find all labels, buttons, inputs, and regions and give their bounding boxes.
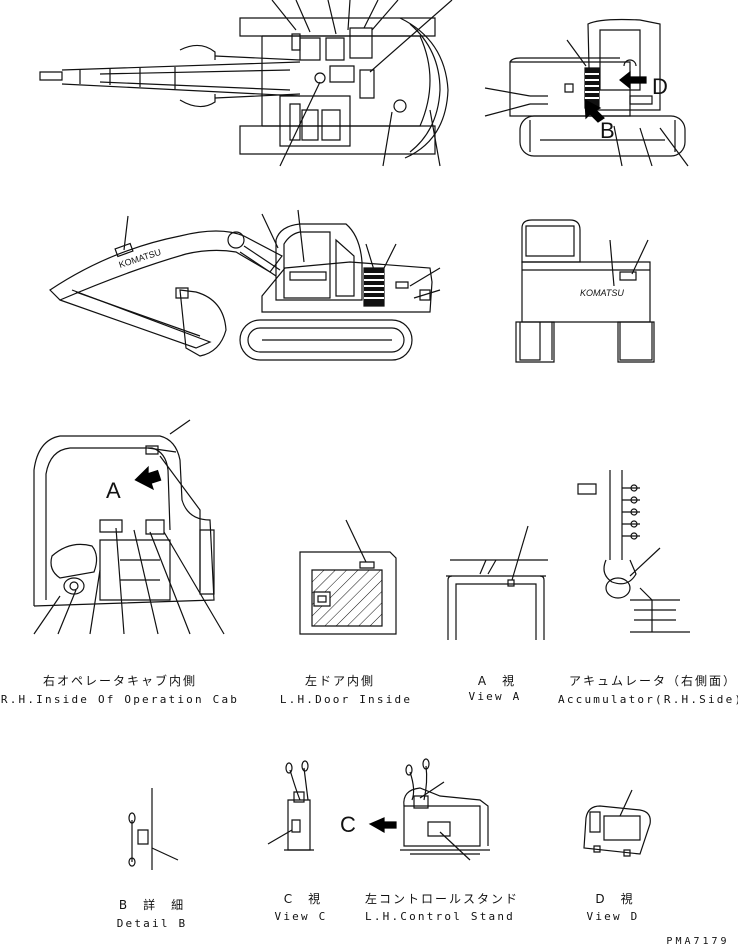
rear-view-excavator: KOMATSU xyxy=(516,220,654,362)
caption-detail-b-jp: B 詳 細 xyxy=(118,898,186,912)
view-a-detail xyxy=(446,526,548,640)
accumulator-view xyxy=(578,470,690,632)
caption-accumulator-en: Accumulator(R.H.Side) xyxy=(558,693,738,706)
lh-control-stand-view xyxy=(370,759,490,860)
caption-view-a-en: View A xyxy=(468,690,522,703)
caption-rh-cab-en: R.H.Inside Of Operation Cab xyxy=(0,693,240,706)
side-view-small xyxy=(485,20,688,167)
top-view-excavator xyxy=(40,0,452,166)
caption-lh-stand-en: L.H.Control Stand xyxy=(365,910,515,923)
caption-lh-door-jp: 左ドア内側 xyxy=(304,674,375,688)
view-c-detail xyxy=(268,761,314,850)
view-letter-c-stand: C xyxy=(340,812,356,837)
view-d-detail xyxy=(584,790,650,856)
view-letter-b-small: B xyxy=(600,118,615,143)
door-inside-view xyxy=(300,520,396,634)
boom-brand-text: KOMATSU xyxy=(118,247,163,270)
side-view-excavator: KOMATSU xyxy=(50,210,440,360)
caption-view-d-en: View D xyxy=(586,910,640,923)
view-letter-a-cab: A xyxy=(106,478,121,503)
caption-view-d-jp: D 視 xyxy=(595,892,635,906)
cab-inside-view xyxy=(34,420,224,634)
caption-rh-cab-jp: 右オペレータキャブ内側 xyxy=(42,674,197,688)
caption-lh-door-en: L.H.Door Inside xyxy=(279,693,413,706)
drawing-code: PMA7179 xyxy=(666,936,730,947)
rear-brand-text: KOMATSU xyxy=(580,288,624,298)
caption-detail-b-en: Detail B xyxy=(116,917,188,930)
view-letter-d-small: D xyxy=(652,74,668,99)
caption-view-c-en: View C xyxy=(274,910,328,923)
caption-accumulator-jp: アキュムレータ（右側面） xyxy=(568,674,737,688)
caption-lh-stand-jp: 左コントロールスタンド xyxy=(364,892,519,906)
caption-view-a-jp: A 視 xyxy=(477,674,517,688)
caption-view-c-jp: C 視 xyxy=(283,892,323,906)
detail-b-view xyxy=(129,788,178,870)
